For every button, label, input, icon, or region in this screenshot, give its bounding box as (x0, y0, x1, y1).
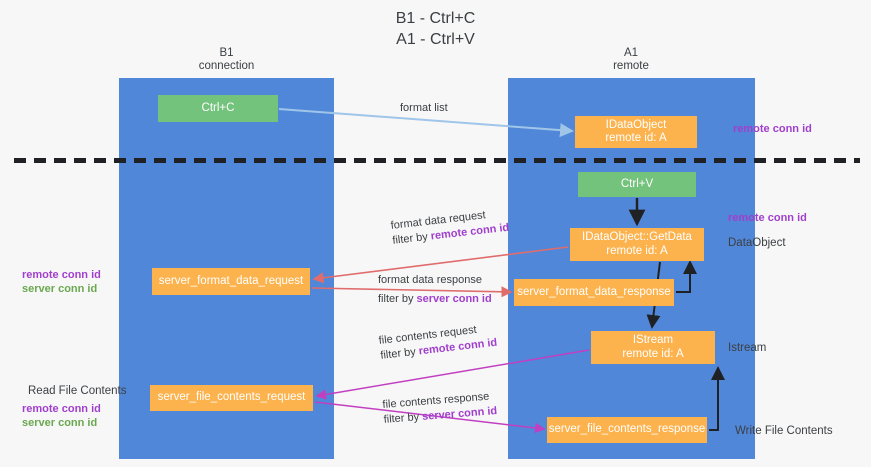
node-server-format-data-response[interactable]: server_format_data_response (514, 279, 674, 306)
node-idataobject[interactable]: IDataObject remote id: A (575, 116, 697, 148)
annotation-write-file-contents: Write File Contents (735, 425, 833, 437)
node-idataobject-getdata[interactable]: IDataObject::GetData remote id: A (570, 228, 704, 261)
annotation-remote-conn-id-mid: remote conn id (728, 212, 807, 224)
annotation-left-server-conn-id-2: server conn id (22, 417, 98, 429)
flow-label-format-data-request: format data request filter by remote con… (390, 206, 510, 249)
node-server-file-contents-response[interactable]: server_file_contents_response (547, 417, 707, 443)
filter-prefix: filter by (378, 293, 417, 305)
flow-label-file-contents-request: file contents request filter by remote c… (378, 321, 498, 364)
flow-label-format-data-response-line1: format data response (378, 274, 482, 286)
annotation-dataobject: DataObject (728, 237, 786, 249)
flow-label-file-contents-response: file contents response filter by server … (382, 389, 498, 428)
swimlane-header-a1: A1 remote (613, 47, 649, 72)
node-server-format-data-request[interactable]: server_format_data_request (152, 268, 310, 295)
diagram-title: B1 - Ctrl+C A1 - Ctrl+V (395, 10, 476, 48)
annotation-left-conn-ids-bottom: remote conn id server conn id (22, 402, 101, 430)
flow-label-format-list: format list (400, 101, 448, 116)
filter-key-server-conn-id: server conn id (421, 405, 498, 423)
node-ctrl-c[interactable]: Ctrl+C (158, 95, 278, 122)
annotation-left-remote-conn-id-2: remote conn id (22, 403, 101, 415)
annotation-remote-conn-id-top: remote conn id (733, 123, 812, 135)
flow-label-format-data-response: format data response filter by server co… (378, 273, 492, 307)
node-ctrl-v[interactable]: Ctrl+V (578, 172, 696, 197)
filter-prefix: filter by (391, 230, 432, 247)
node-istream[interactable]: IStream remote id: A (591, 331, 715, 364)
annotation-read-file-contents: Read File Contents (28, 385, 127, 397)
annotation-left-server-conn-id-1: server conn id (22, 283, 98, 295)
filter-prefix: filter by (383, 410, 423, 426)
node-server-file-contents-request[interactable]: server_file_contents_request (150, 385, 313, 411)
swimlane-header-b1: B1 connection (198, 47, 255, 72)
annotation-left-remote-conn-id-1: remote conn id (22, 269, 101, 281)
annotation-left-conn-ids-top: remote conn id server conn id (22, 268, 101, 296)
filter-key-server-conn-id: server conn id (416, 293, 492, 305)
filter-prefix: filter by (379, 345, 420, 362)
annotation-istream: Istream (728, 342, 767, 354)
flow-label-format-list-line1: format list (400, 102, 448, 114)
flow-label-format-data-response-line2: filter by server conn id (378, 292, 492, 307)
phase-divider (14, 158, 860, 163)
